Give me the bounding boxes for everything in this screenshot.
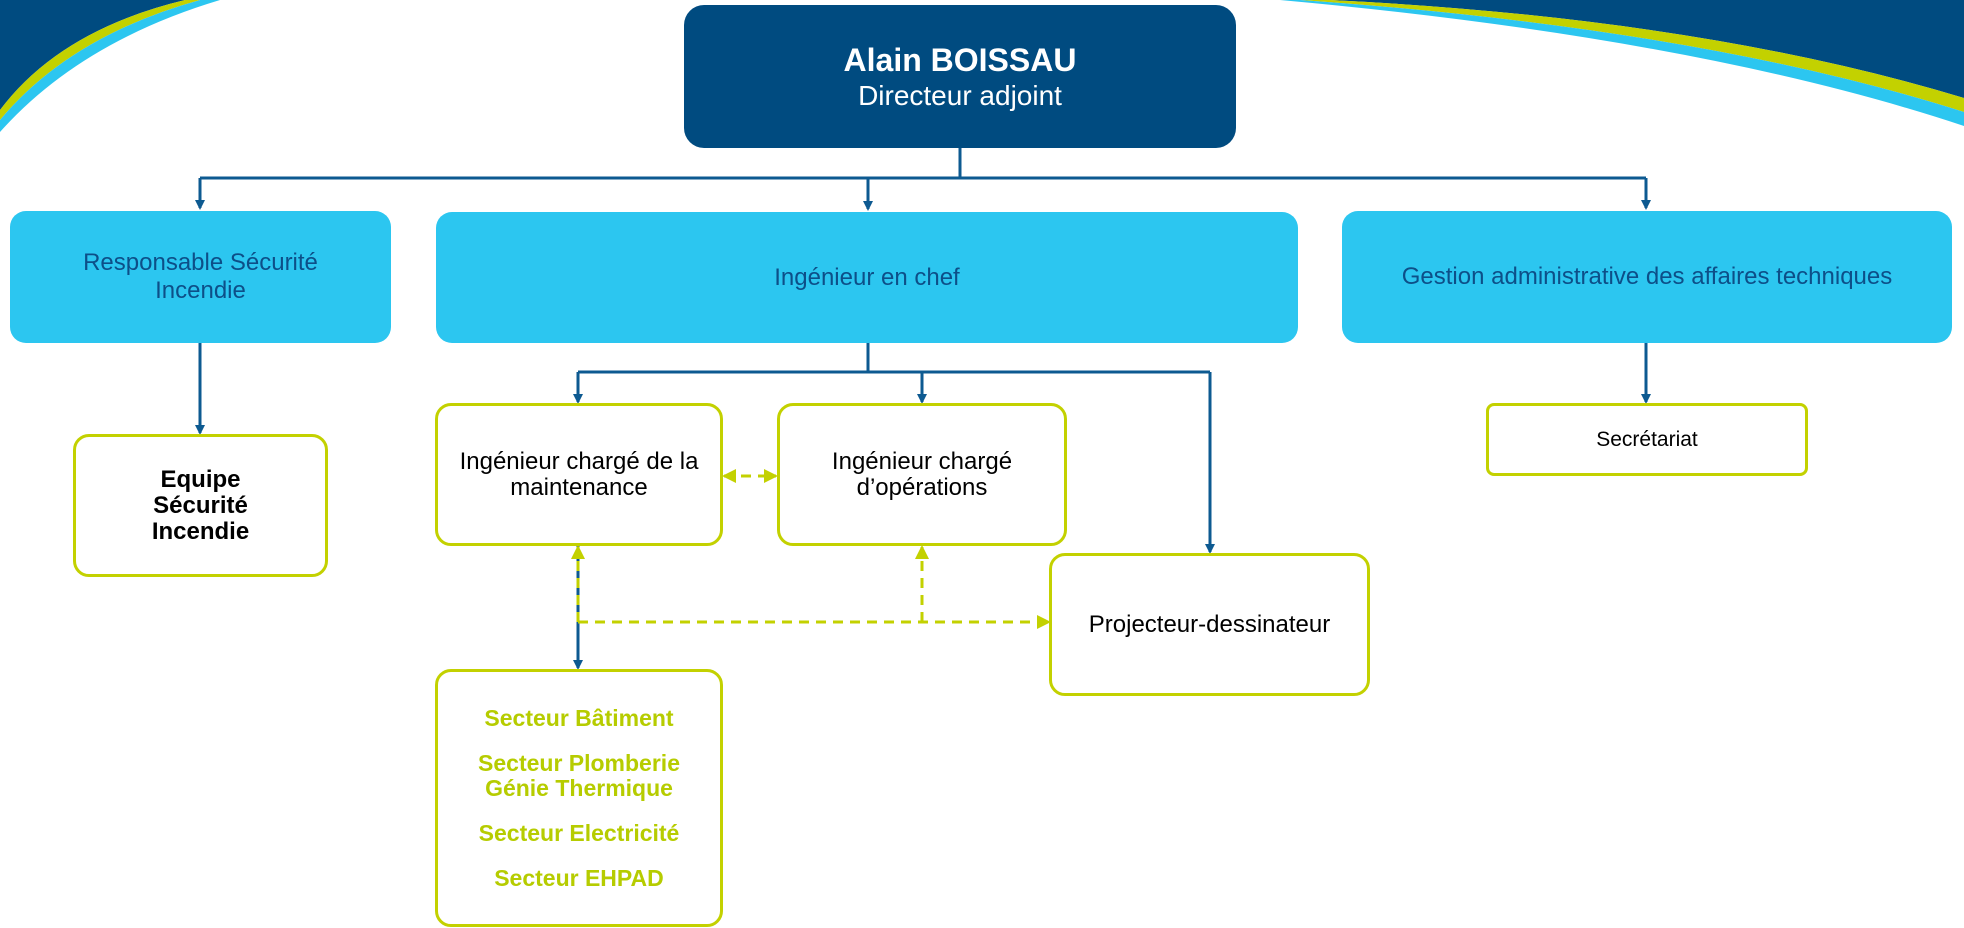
- secretariat-box: Secrétariat: [1486, 403, 1808, 476]
- fire-safety-manager-box: Responsable Sécurité Incendie: [10, 211, 391, 343]
- sector-item: Secteur EHPAD: [494, 864, 664, 891]
- operations-engineer-label: Ingénieur chargé d’opérations: [831, 447, 1013, 501]
- admin-management-label: Gestion administrative des affaires tech…: [1401, 263, 1893, 290]
- director-name: Alain BOISSAU: [843, 41, 1077, 78]
- maintenance-engineer-box: Ingénieur chargé de la maintenance: [435, 403, 723, 546]
- sectors-box: Secteur Bâtiment Secteur Plomberie Génie…: [435, 669, 723, 927]
- top-left-swoosh: [0, 0, 220, 132]
- fire-safety-team-label: Equipe Sécurité Incendie: [151, 465, 250, 545]
- chief-engineer-box: Ingénieur en chef: [436, 212, 1298, 343]
- operations-engineer-box: Ingénieur chargé d’opérations: [777, 403, 1067, 546]
- sector-item: Secteur Plomberie Génie Thermique: [478, 749, 680, 801]
- top-right-swoosh: [1280, 0, 1964, 126]
- collaboration-connectors: [571, 469, 1051, 629]
- sector-item: Secteur Bâtiment: [484, 704, 674, 731]
- admin-management-box: Gestion administrative des affaires tech…: [1342, 211, 1952, 343]
- designer-box: Projecteur-dessinateur: [1049, 553, 1370, 696]
- sector-item: Secteur Electricité: [478, 819, 680, 846]
- fire-safety-team-box: Equipe Sécurité Incendie: [73, 434, 328, 577]
- director-role: Directeur adjoint: [858, 79, 1062, 111]
- chief-engineer-label: Ingénieur en chef: [774, 263, 960, 291]
- secretariat-label: Secrétariat: [1596, 427, 1698, 451]
- fire-safety-manager-label: Responsable Sécurité Incendie: [83, 249, 318, 304]
- director-box: Alain BOISSAU Directeur adjoint: [684, 5, 1236, 148]
- maintenance-engineer-label: Ingénieur chargé de la maintenance: [459, 447, 699, 501]
- designer-label: Projecteur-dessinateur: [1088, 610, 1331, 638]
- director-connectors: [195, 148, 1651, 211]
